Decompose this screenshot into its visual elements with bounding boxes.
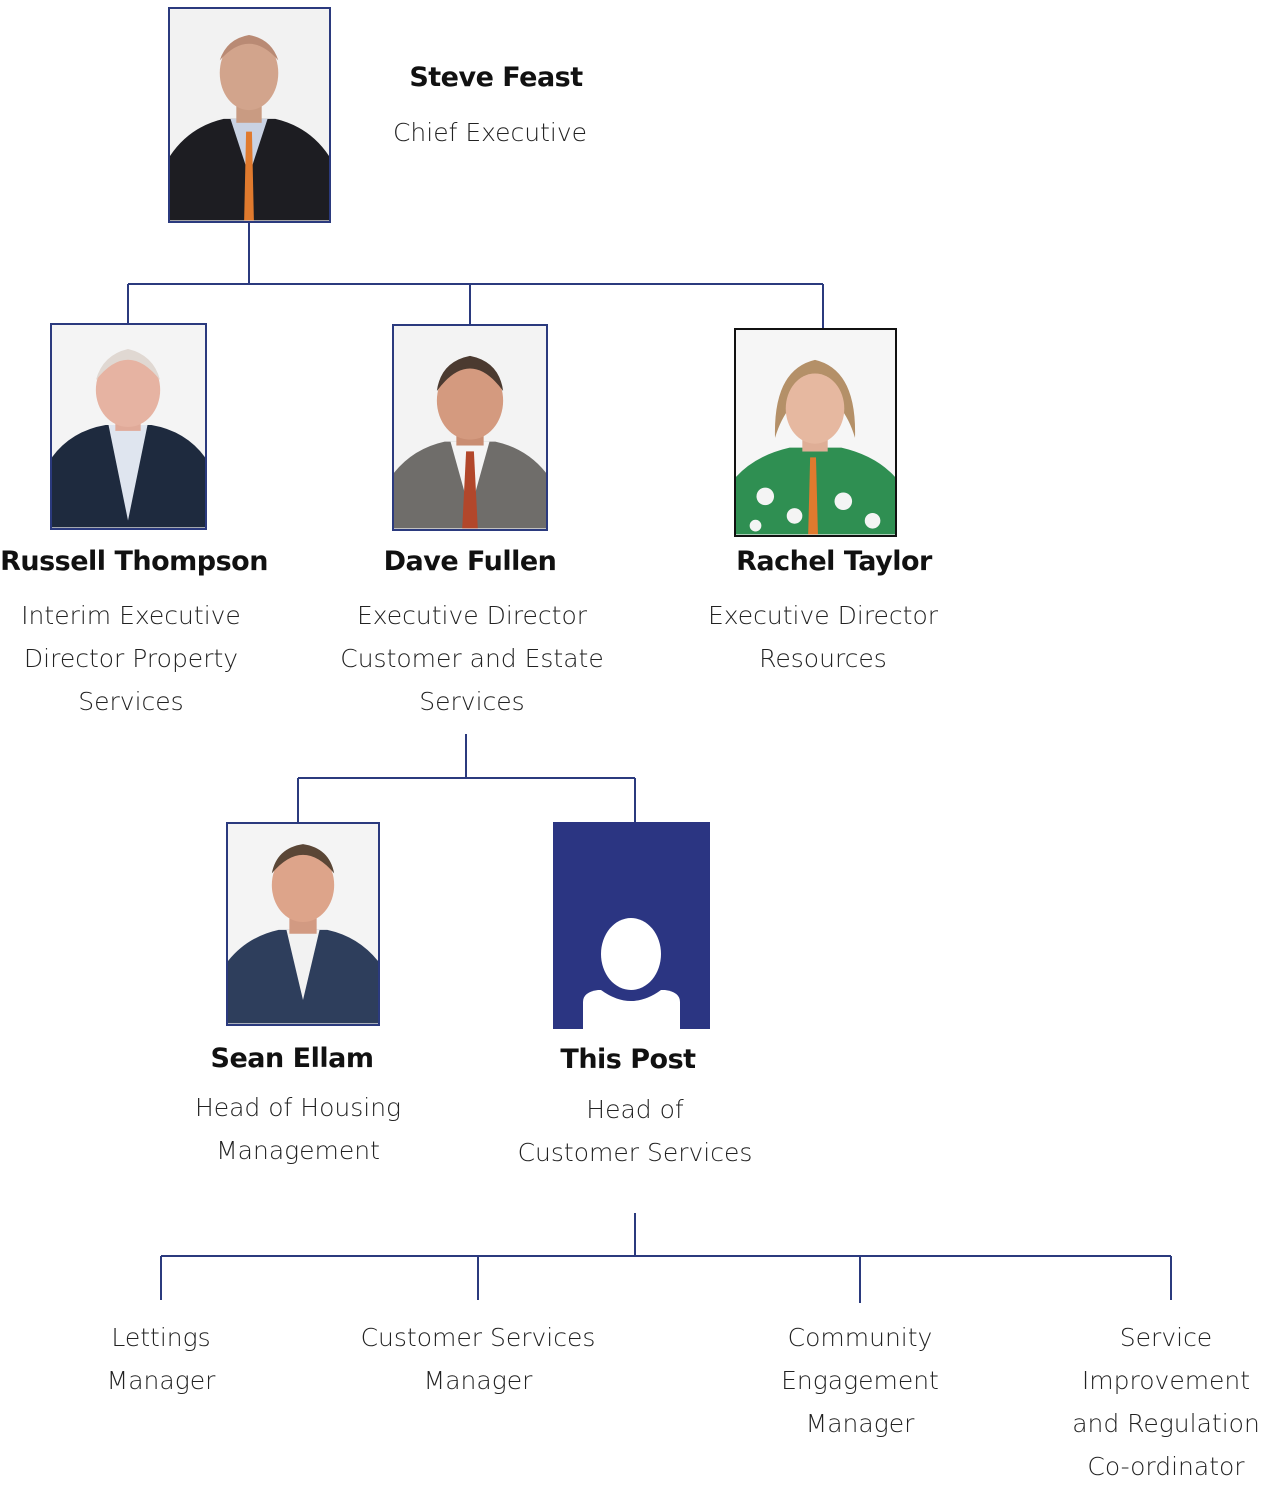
director-title-1: Interim Executive Director Property Serv… bbox=[0, 594, 262, 723]
head-photo-1 bbox=[226, 822, 380, 1026]
director-name-1: Russell Thompson bbox=[0, 546, 268, 577]
portrait-photo-icon bbox=[52, 325, 205, 528]
portrait-photo-icon bbox=[170, 9, 329, 221]
person-placeholder-icon bbox=[553, 822, 710, 1029]
head-title-1-line: Head of Housing bbox=[194, 1093, 402, 1122]
manager-title-2: Customer Services Manager bbox=[336, 1316, 620, 1402]
head-title-2: Head of Customer Services bbox=[490, 1088, 780, 1174]
manager-title-1-line: Lettings bbox=[111, 1323, 211, 1352]
portrait-photo-icon bbox=[736, 330, 895, 535]
manager-title-4: Service Improvement and Regulation Co-or… bbox=[1060, 1316, 1272, 1488]
manager-title-3: Community Engagement Manager bbox=[745, 1316, 975, 1445]
head-name-2: This Post bbox=[560, 1044, 696, 1075]
manager-title-4-line: Improvement bbox=[1081, 1366, 1251, 1395]
head-photo-2 bbox=[553, 822, 710, 1029]
portrait-photo-icon bbox=[228, 824, 378, 1024]
head-title-2-line: Customer Services bbox=[517, 1138, 753, 1167]
manager-title-2-line: Customer Services bbox=[360, 1323, 596, 1352]
director-title-1-line: Services bbox=[78, 687, 184, 716]
director-photo-2 bbox=[392, 324, 548, 531]
director-photo-3 bbox=[734, 328, 897, 537]
ceo-name: Steve Feast bbox=[409, 62, 583, 93]
head-title-1: Head of Housing Management bbox=[166, 1086, 430, 1172]
manager-title-2-line: Manager bbox=[423, 1366, 533, 1395]
director-title-1-line: Director Property bbox=[23, 644, 239, 673]
ceo-photo bbox=[168, 7, 331, 223]
director-name-2: Dave Fullen bbox=[383, 546, 557, 577]
director-title-2-line: Services bbox=[419, 687, 525, 716]
portrait-photo-icon bbox=[394, 326, 546, 529]
ceo-title: Chief Executive bbox=[360, 111, 620, 154]
manager-title-4-line: Co-ordinator bbox=[1087, 1452, 1245, 1481]
director-title-1-line: Interim Executive bbox=[21, 601, 241, 630]
manager-title-1-line: Manager bbox=[106, 1366, 216, 1395]
head-title-2-line: Head of bbox=[586, 1095, 684, 1124]
director-title-3-line: Resources bbox=[759, 644, 887, 673]
ceo-title-line: Chief Executive bbox=[392, 118, 588, 147]
manager-title-4-line: Service bbox=[1119, 1323, 1213, 1352]
director-title-2: Executive Director Customer and Estate S… bbox=[312, 594, 632, 723]
director-title-2-line: Executive Director bbox=[356, 601, 588, 630]
director-title-3: Executive Director Resources bbox=[680, 594, 966, 680]
manager-title-1: Lettings Manager bbox=[40, 1316, 282, 1402]
director-name-3: Rachel Taylor bbox=[736, 546, 932, 577]
manager-title-3-line: Manager bbox=[805, 1409, 915, 1438]
director-title-2-line: Customer and Estate bbox=[340, 644, 604, 673]
director-title-3-line: Executive Director bbox=[707, 601, 939, 630]
manager-title-3-line: Engagement bbox=[781, 1366, 939, 1395]
manager-title-3-line: Community bbox=[787, 1323, 933, 1352]
director-photo-1 bbox=[50, 323, 207, 530]
head-title-1-line: Management bbox=[216, 1136, 380, 1165]
head-name-1: Sean Ellam bbox=[210, 1043, 374, 1074]
manager-title-4-line: and Regulation bbox=[1072, 1409, 1260, 1438]
